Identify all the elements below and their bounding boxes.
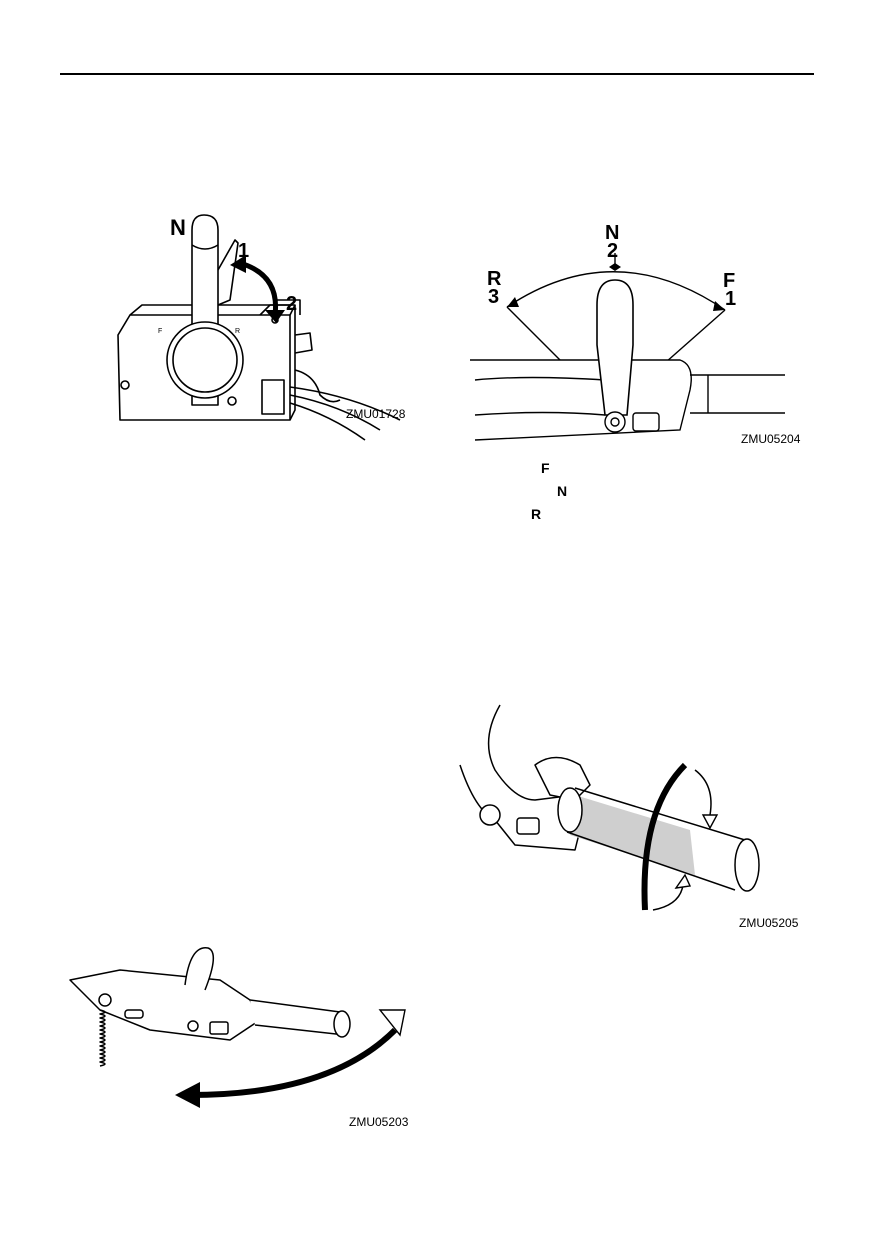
box-text-r: R xyxy=(235,328,240,335)
header-rule xyxy=(60,73,814,75)
figure-code-zmu05204: ZMU05204 xyxy=(741,432,801,446)
figure-code-zmu05205: ZMU05205 xyxy=(739,916,799,930)
legend-reverse: R xyxy=(531,506,542,522)
label-step-1: 1 xyxy=(238,240,249,262)
throttle-grip-figure xyxy=(459,704,760,911)
label-reverse-letter: R xyxy=(487,268,502,290)
label-forward-letter: F xyxy=(723,270,735,292)
box-text-f: F xyxy=(158,328,162,335)
shift-lever-figure: N 2 R 3 F 1 xyxy=(470,222,785,441)
label-neutral: N xyxy=(170,215,186,240)
label-forward-num: 1 xyxy=(725,288,736,310)
label-neutral-num: 2 xyxy=(607,240,618,262)
label-step-2: 2 xyxy=(286,293,297,315)
figure-code-zmu05203: ZMU05203 xyxy=(349,1115,409,1129)
figure-code-zmu01728: ZMU01728 xyxy=(346,407,406,421)
remote-control-figure: N 1 2 F R xyxy=(117,214,401,441)
legend-forward: F xyxy=(541,460,550,476)
label-reverse-num: 3 xyxy=(488,286,499,308)
legend-neutral: N xyxy=(557,483,568,499)
tiller-handle-figure xyxy=(69,947,406,1108)
label-neutral-letter: N xyxy=(605,222,619,244)
